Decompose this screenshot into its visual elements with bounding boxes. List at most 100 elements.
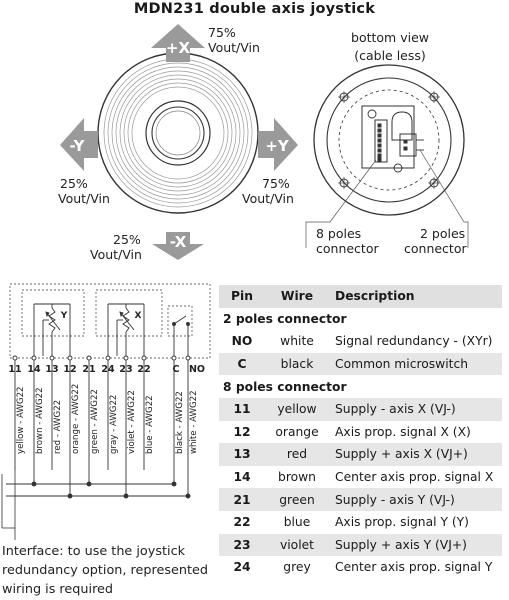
pin-label: NO — [189, 364, 205, 375]
cell-pin: 13 — [233, 447, 251, 462]
cell-pin: 14 — [233, 470, 251, 485]
section-2-poles: 2 poles connector — [219, 308, 502, 331]
cell-wire: blue — [283, 515, 311, 530]
cell-desc: Supply - axis X (VJ-) — [335, 402, 456, 417]
pin-label: 23 — [119, 364, 132, 375]
table-row: 13 red Supply + axis X (VJ+) — [219, 443, 502, 466]
arrow-plus-y: +Y — [258, 118, 298, 171]
table-row: NO white Signal redundancy - (XYr) — [219, 330, 502, 353]
wire-label: blue - AWG22 — [145, 395, 155, 454]
conn2-label-2: connector — [404, 241, 467, 256]
section-title: 8 poles connector — [223, 379, 347, 394]
arrow-minus-y: -Y — [60, 118, 98, 171]
wire-label: violet - AWG22 — [127, 390, 137, 454]
section-title: 2 poles connector — [223, 311, 347, 326]
cell-desc: Center axis prop. signal X — [335, 470, 494, 485]
y-pot-label: Y — [60, 311, 68, 321]
plus-x-unit: Vout/Vin — [208, 40, 260, 55]
leader-8pole — [305, 159, 377, 248]
wire-label: orange - AWG22 — [71, 384, 81, 454]
wire-label: green - AWG22 — [90, 389, 100, 454]
page-title: MDN231 double axis joystick — [133, 1, 376, 17]
cell-desc: Supply + axis X (VJ+) — [335, 447, 468, 462]
plus-y-label: +Y — [265, 137, 290, 155]
pin-label: 14 — [27, 364, 41, 375]
cell-wire: grey — [283, 560, 311, 575]
header-description: Description — [335, 289, 415, 304]
cell-wire: red — [286, 447, 308, 462]
pin-label: 13 — [45, 364, 58, 375]
bottom-view-title: bottom view — [351, 30, 429, 45]
wire-label: gray - AWG22 — [109, 395, 119, 454]
x-pot-label: X — [135, 311, 142, 321]
arrow-plus-x: +X — [151, 24, 205, 62]
cell-wire: orange — [275, 424, 319, 439]
cell-desc: Supply - axis Y (VJ-) — [335, 492, 455, 507]
plus-y-unit: Vout/Vin — [242, 191, 294, 206]
table-row: 12 orange Axis prop. signal X (X) — [219, 421, 502, 444]
stick-base — [145, 100, 211, 166]
header-pin: Pin — [231, 289, 253, 304]
wire-label: black - AWG22 — [175, 391, 185, 454]
cell-desc: Signal redundancy - (XYr) — [335, 334, 493, 349]
minus-y-pct: 25% — [60, 176, 88, 191]
table-row: 14 brown Center axis prop. signal X — [219, 466, 502, 489]
cell-desc: Axis prop. signal Y (Y) — [335, 515, 469, 530]
cell-wire: brown — [278, 470, 316, 485]
pin-label: C — [173, 364, 180, 375]
leader-2pole — [419, 149, 469, 248]
bottom-view-subtitle: (cable less) — [354, 48, 426, 63]
cell-pin: C — [237, 357, 247, 372]
cell-pin: 24 — [233, 560, 251, 575]
cell-wire: green — [279, 492, 315, 507]
conn2-label: 2 poles — [420, 226, 465, 241]
table-row: 11 yellow Supply - axis X (VJ-) — [219, 397, 502, 421]
front-view — [97, 52, 259, 214]
minus-y-label: -Y — [70, 137, 86, 155]
pin-label: 24 — [101, 364, 115, 375]
minus-x-pct: 25% — [113, 232, 141, 247]
table-row: 24 grey Center axis prop. signal Y — [219, 556, 502, 579]
table-row: 21 green Supply - axis Y (VJ-) — [219, 488, 502, 511]
cell-desc: Common microswitch — [335, 357, 469, 372]
wiring-schematic — [1, 283, 211, 540]
cell-pin: 22 — [233, 515, 251, 530]
interface-note: Interface: to use the joystick redundanc… — [2, 544, 209, 597]
table-header: Pin Wire Description — [219, 285, 502, 308]
plus-x-pct: 75% — [208, 25, 236, 40]
plus-y-pct: 75% — [262, 176, 290, 191]
pin-label: 22 — [137, 364, 150, 375]
bottom-view — [313, 64, 465, 216]
cell-desc: Center axis prop. signal Y — [335, 560, 493, 575]
wire-label: red - AWG22 — [53, 400, 63, 454]
wire-label: brown - AWG22 — [35, 387, 45, 454]
conn8-label-2: connector — [316, 241, 379, 256]
conn8-label: 8 poles — [316, 226, 361, 241]
table-row: C black Common microswitch — [219, 352, 502, 376]
cell-pin: NO — [231, 334, 253, 349]
outer-ring — [97, 52, 259, 214]
minus-y-unit: Vout/Vin — [58, 191, 110, 206]
table-row: 23 violet Supply + axis Y (VJ+) — [219, 533, 502, 557]
cell-wire: violet — [279, 537, 315, 552]
cell-pin: 21 — [233, 492, 251, 507]
cell-pin: 12 — [233, 424, 251, 439]
table-row: 22 blue Axis prop. signal Y (Y) — [219, 511, 502, 534]
cell-wire: black — [280, 357, 314, 372]
stick-knob — [151, 106, 205, 160]
cell-desc: Axis prop. signal X (X) — [335, 424, 471, 439]
wire-label: yellow - AWG22 — [16, 387, 26, 455]
header-wire: Wire — [280, 289, 314, 304]
cell-desc: Supply + axis Y (VJ+) — [335, 537, 467, 552]
plus-x-label: +X — [166, 39, 191, 57]
wire-label: white - AWG22 — [189, 390, 199, 454]
minus-x-label: -X — [170, 233, 187, 251]
pin-label: 11 — [8, 364, 21, 375]
arrow-minus-x: -X — [152, 232, 204, 260]
cell-wire: white — [280, 334, 314, 349]
cell-pin: 11 — [233, 402, 251, 417]
minus-x-unit: Vout/Vin — [90, 247, 142, 262]
pinout-table: Pin Wire Description 2 poles connector N… — [219, 285, 502, 579]
section-8-poles: 8 poles connector — [219, 375, 502, 398]
